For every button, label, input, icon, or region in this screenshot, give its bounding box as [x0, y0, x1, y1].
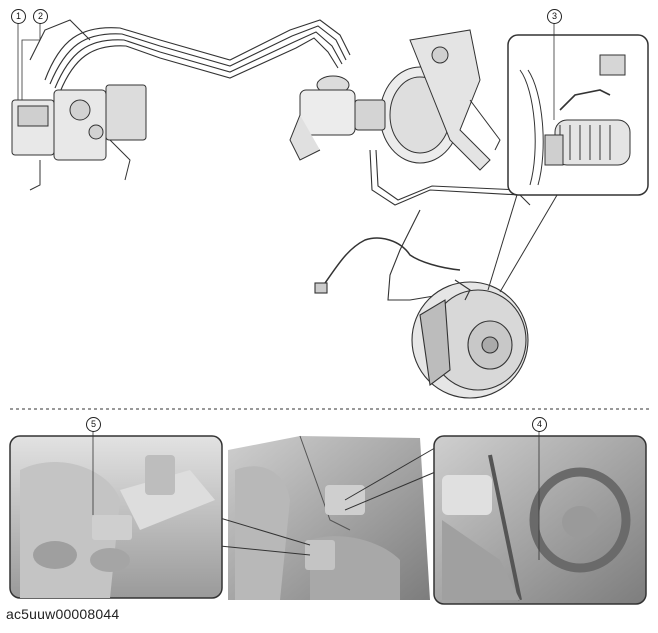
cabin-overview — [228, 435, 430, 600]
figure-code: ac5uuw00008044 — [6, 606, 120, 622]
inset-steering-wheel — [344, 430, 647, 605]
inset-center-console — [9, 430, 311, 599]
brake-disc-caliper — [314, 279, 529, 399]
callout-2: 2 — [33, 9, 48, 24]
callout-3: 3 — [547, 9, 562, 24]
callout-4: 4 — [532, 417, 547, 432]
brake-pedal-assembly — [409, 29, 501, 171]
callout-leaders — [17, 22, 41, 100]
brake-lines — [29, 19, 531, 301]
inset-detail-panel — [487, 22, 649, 293]
callout-5: 5 — [86, 417, 101, 432]
callout-1: 1 — [11, 9, 26, 24]
abs-hydraulic-unit — [11, 84, 147, 191]
